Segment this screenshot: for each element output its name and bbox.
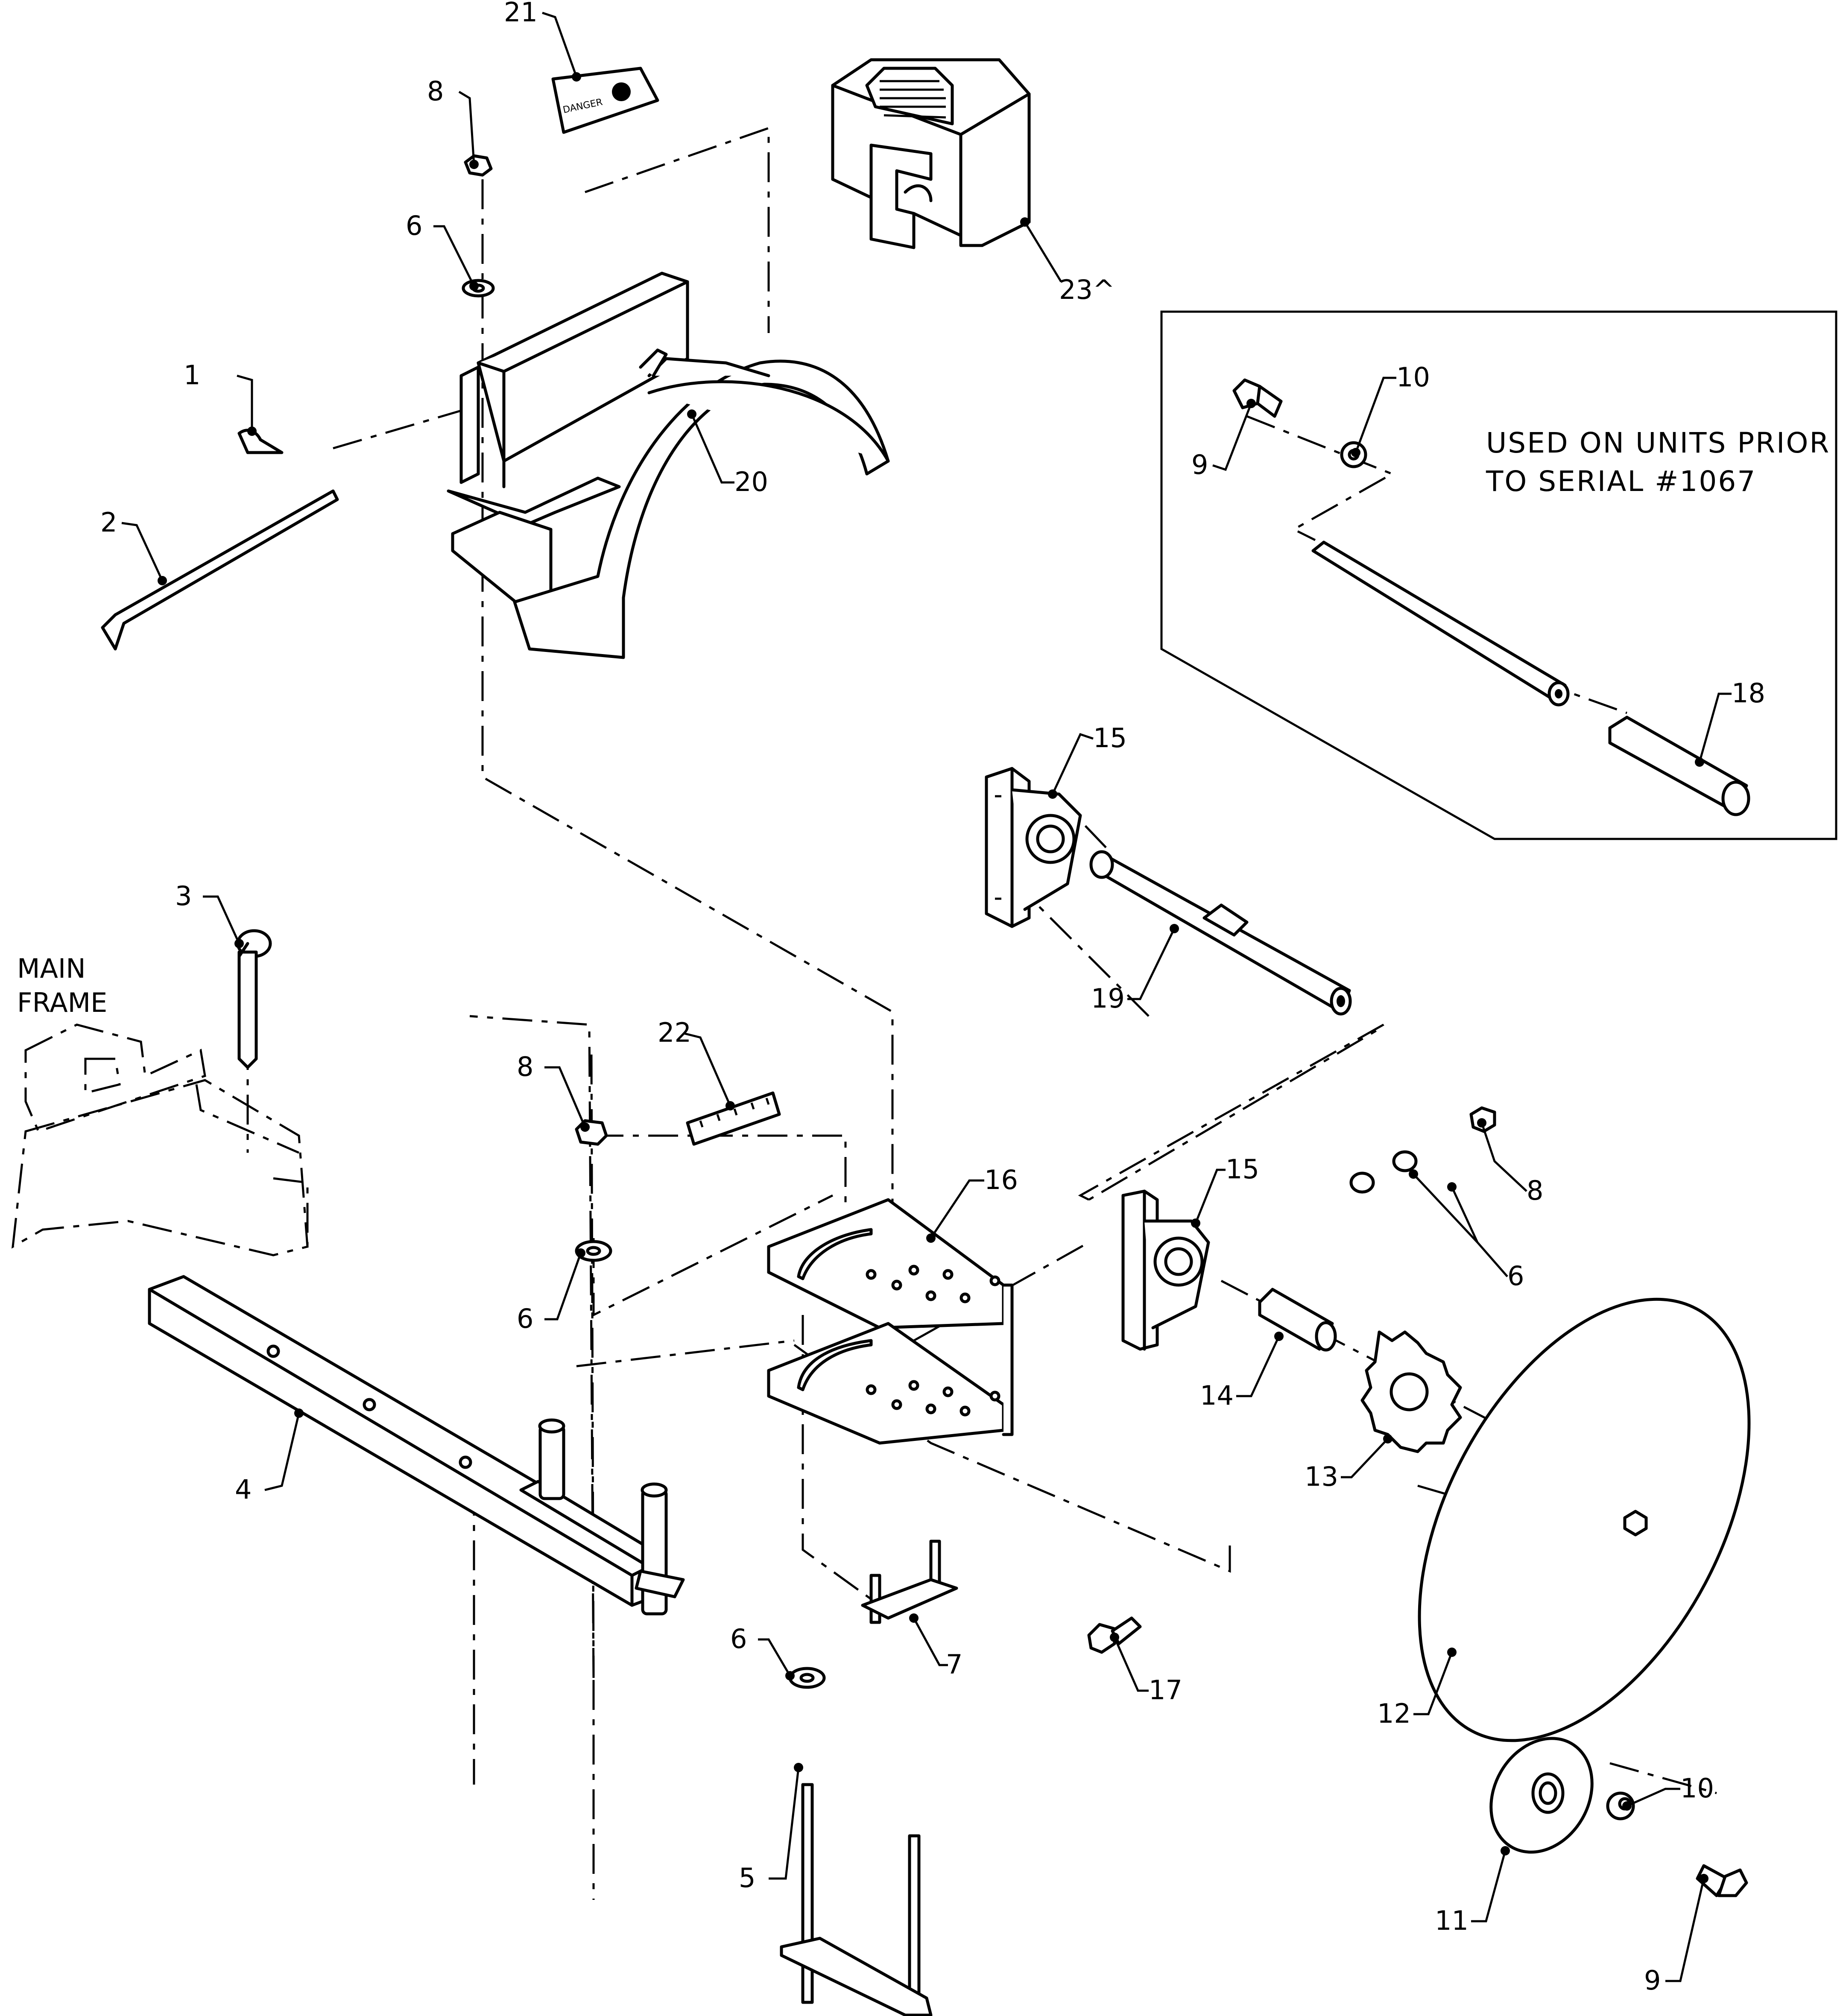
callout-12: 12 <box>1377 1698 1411 1729</box>
callout-4: 4 <box>235 1474 252 1505</box>
part-22-scale-decal <box>686 1091 781 1146</box>
main-frame: MAIN FRAME <box>11 953 309 1256</box>
callout-9-inset: 9 <box>1191 449 1208 480</box>
callout-2: 2 <box>100 507 117 538</box>
callout-15-lower: 15 <box>1226 1154 1259 1185</box>
callout-5: 5 <box>739 1862 755 1893</box>
callout-15-upper: 15 <box>1093 722 1127 754</box>
leader-lines <box>121 12 1732 1982</box>
callout-19: 19 <box>1091 983 1125 1014</box>
part-7-u-bolt <box>861 1540 958 1624</box>
callout-6-right: 6 <box>1507 1260 1524 1291</box>
callout-8-right: 8 <box>1527 1175 1543 1206</box>
part-11-hub-cap <box>1489 1737 1594 1854</box>
inset-box: USED ON UNITS PRIOR TO SERIAL #1067 <box>1160 310 1837 840</box>
part-6-washer-middle <box>575 1240 612 1262</box>
callout-8-middle: 8 <box>517 1051 533 1082</box>
part-15-bearing-lower <box>1121 1189 1210 1351</box>
part-19-shaft <box>1089 850 1352 1016</box>
inset-note-line1: USED ON UNITS PRIOR <box>1486 427 1830 459</box>
callout-18: 18 <box>1732 678 1765 709</box>
part-6-washers-right <box>1349 1150 1418 1194</box>
callout-22: 22 <box>658 1017 691 1048</box>
callout-7: 7 <box>946 1649 962 1680</box>
part-8-nut-middle <box>575 1119 608 1146</box>
inset-part-18-spacer <box>1608 716 1750 816</box>
part-5-u-bolt-long <box>780 1783 933 2016</box>
part-15-bearing-upper <box>985 767 1082 928</box>
callout-13: 13 <box>1305 1461 1338 1492</box>
callout-labels: 1 2 3 4 5 6 6 6 6 7 8 8 8 9 9 10 10 11 1… <box>100 0 1765 1996</box>
part-2-rod <box>101 489 339 651</box>
callout-11: 11 <box>1435 1905 1469 1936</box>
main-frame-label-line2: FRAME <box>17 987 107 1018</box>
callout-10-lower: 10 <box>1680 1773 1714 1804</box>
callout-9-lower: 9 <box>1644 1965 1661 1996</box>
callout-6-lower: 6 <box>730 1623 747 1654</box>
part-12-disc <box>1418 1297 1751 1742</box>
callout-23: 23^ <box>1059 274 1115 305</box>
part-6-washer-upper <box>462 279 495 298</box>
part-17-bolt <box>1087 1616 1142 1654</box>
part-13-sprocket <box>1360 1330 1462 1453</box>
callout-17: 17 <box>1149 1674 1182 1706</box>
callout-6-middle: 6 <box>517 1303 533 1334</box>
main-frame-label-line1: MAIN <box>17 953 86 984</box>
callout-21: 21 <box>504 0 538 28</box>
inset-shaft <box>1311 541 1570 707</box>
callout-3: 3 <box>175 880 192 912</box>
part-16-bracket <box>767 1198 1014 1445</box>
callout-10-inset: 10 <box>1396 362 1430 393</box>
part-20-fender <box>447 272 890 659</box>
inset-note-line2: TO SERIAL #1067 <box>1486 465 1756 498</box>
part-6-washer-lower <box>788 1667 826 1689</box>
part-4-arm <box>148 1275 685 1616</box>
part-3-pin <box>236 929 272 1069</box>
part-9-bolt-lower <box>1696 1864 1748 1897</box>
part-14-spacer <box>1258 1288 1337 1352</box>
callout-1: 1 <box>184 359 200 391</box>
part-21-decal: DANGER <box>551 67 659 134</box>
callout-14: 14 <box>1200 1380 1234 1411</box>
callout-20: 20 <box>734 466 768 497</box>
callout-16: 16 <box>984 1164 1018 1195</box>
part-23-weight <box>831 58 1031 249</box>
callout-8-upper: 8 <box>427 76 444 107</box>
inset-part-9-bolt <box>1232 378 1283 418</box>
part-10-washer-lower <box>1606 1791 1635 1820</box>
part-1-hair-pin <box>237 429 284 454</box>
leader-dots <box>158 72 1708 1883</box>
callout-6-upper: 6 <box>406 210 422 241</box>
